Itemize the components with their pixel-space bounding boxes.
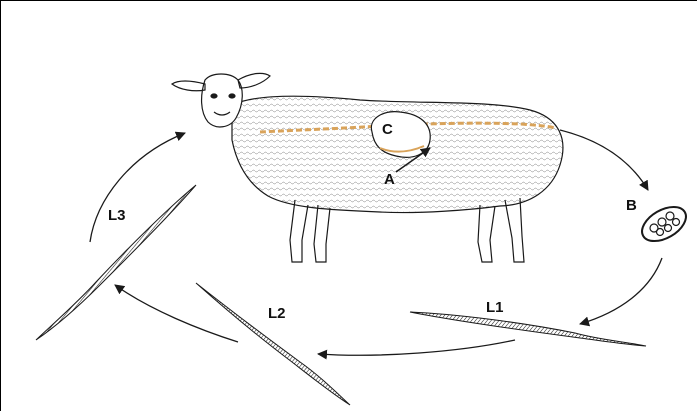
larva-l2 <box>196 283 350 405</box>
arrow-l1-to-l2 <box>318 340 515 355</box>
sheep-eye-right <box>229 94 235 98</box>
sheep-ear-left <box>172 81 205 91</box>
arrow-l2-to-l3 <box>115 285 238 342</box>
sheep-leg-hind-right <box>505 198 524 262</box>
sheep-leg-hind-left <box>478 205 495 262</box>
label-b: B <box>626 197 637 214</box>
label-l2: L2 <box>268 305 286 322</box>
arrow-egg-to-l1 <box>580 258 662 324</box>
arrow-sheep-to-egg <box>560 130 648 190</box>
larva-l1 <box>410 312 646 346</box>
sheep-eye-left <box>211 94 217 98</box>
label-l1: L1 <box>486 299 504 316</box>
label-l3: L3 <box>108 207 126 224</box>
sheep-illustration <box>172 73 563 262</box>
sheep-leg-front-left <box>290 200 308 262</box>
egg-b <box>636 200 692 248</box>
label-a: A <box>384 171 395 188</box>
arrow-l3-to-sheep <box>90 133 185 242</box>
label-c: C <box>382 121 393 138</box>
sheep-leg-front-right <box>314 205 330 262</box>
sheep-ear-right <box>238 73 270 88</box>
